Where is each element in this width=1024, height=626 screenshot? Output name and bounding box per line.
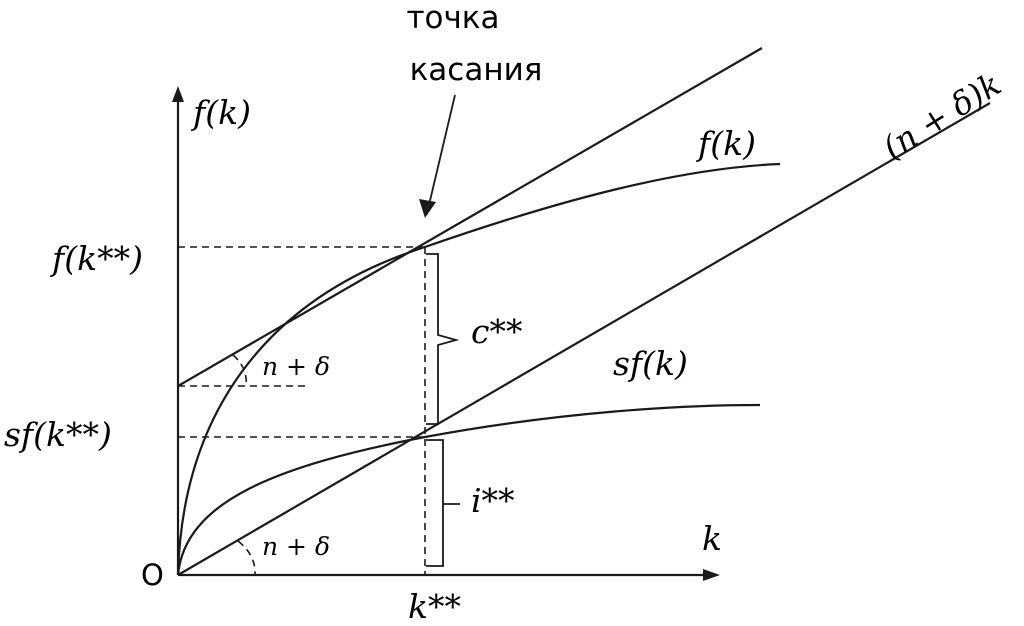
x-axis-label: k xyxy=(702,519,722,558)
investment-label: i** xyxy=(471,481,515,520)
y-axis-arrowhead xyxy=(172,86,184,102)
axes xyxy=(172,86,720,581)
tangent-callout-line2: касания xyxy=(410,52,543,88)
f-star-label: f(k**) xyxy=(49,239,143,278)
k-star-label: k** xyxy=(408,587,461,626)
tangent-angle-label: n + δ xyxy=(262,352,330,381)
breakeven-angle-label: n + δ xyxy=(262,532,330,561)
sf-star-label: sf(k**) xyxy=(4,415,112,454)
break-even-line-label: (n + δ)k xyxy=(876,65,1008,167)
break-even-line xyxy=(177,102,991,576)
tangent-callout-arrowhead xyxy=(419,199,436,218)
curves xyxy=(176,47,991,576)
x-axis-arrowhead xyxy=(703,569,720,581)
tangent-callout-arrow xyxy=(428,94,456,206)
tangent-callout: точка касания xyxy=(406,0,542,218)
tangent-line xyxy=(177,47,763,387)
labels: O f(k) k f(k) sf(k) (n + δ)k f(k**) sf(k… xyxy=(4,65,1008,626)
tangent-angle-arc xyxy=(232,354,248,387)
angle-markers xyxy=(232,354,256,576)
investment-brace xyxy=(426,439,460,567)
braces xyxy=(426,253,460,567)
savings-curve-label: sf(k) xyxy=(613,344,688,383)
y-axis-label: f(k) xyxy=(190,93,251,132)
breakeven-angle-arc xyxy=(237,540,256,576)
tangent-callout-line1: точка xyxy=(406,0,499,36)
origin-label: O xyxy=(141,558,164,592)
consumption-label: c** xyxy=(471,312,522,351)
guide-lines xyxy=(178,246,426,575)
consumption-brace xyxy=(426,253,460,425)
production-curve-label: f(k) xyxy=(695,124,756,163)
